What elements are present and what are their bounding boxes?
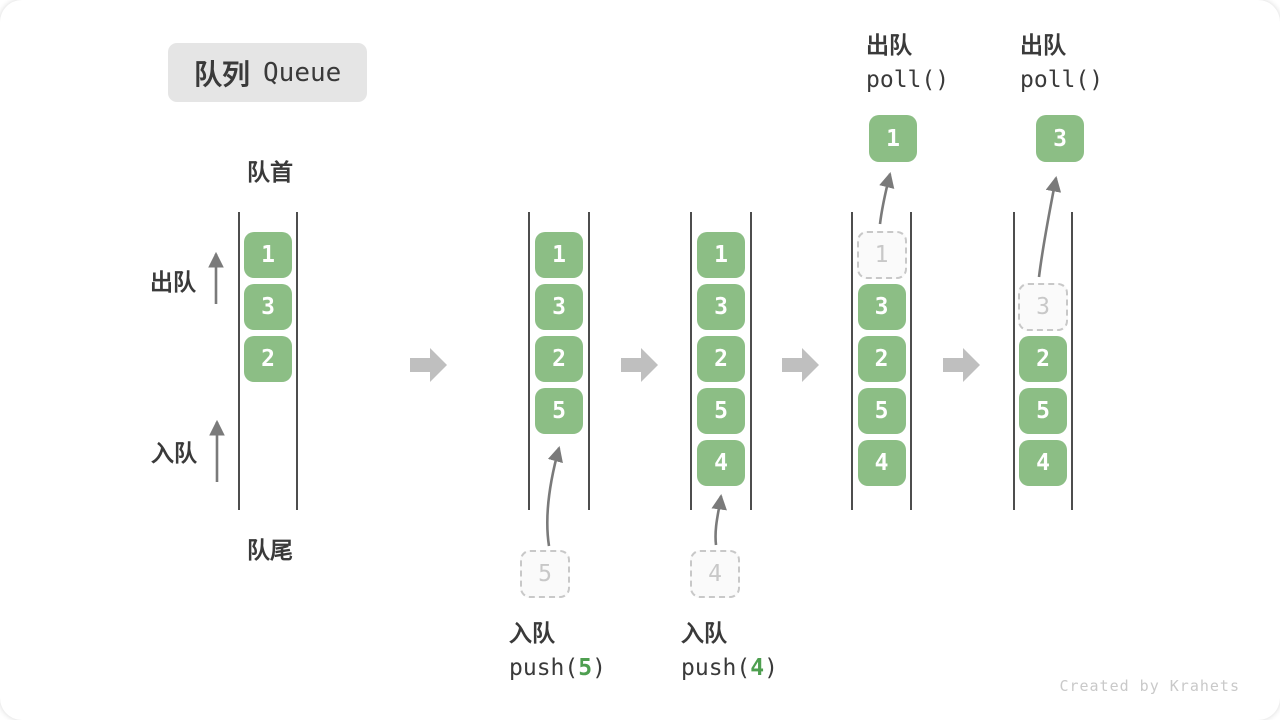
dequeue-operation-caption: 出队 poll() [866, 28, 949, 98]
label-dequeue: 出队 [150, 269, 196, 295]
queue-item: 5 [697, 388, 745, 434]
watermark: Created by Krahets [1059, 677, 1240, 695]
queue-item: 2 [857, 336, 906, 382]
pending-enqueue-item: 4 [690, 550, 740, 598]
queue-item: 5 [535, 388, 583, 434]
push-arg: 5 [578, 655, 593, 681]
label-queue-front: 队首 [247, 159, 293, 185]
queue-item: 3 [244, 284, 292, 330]
ghost-dequeued-item: 1 [856, 231, 907, 279]
queue-item: 2 [244, 336, 292, 382]
queue-item: 2 [697, 336, 745, 382]
label-queue-rear: 队尾 [247, 537, 293, 563]
queue-column-2: 1 3 2 5 [528, 212, 590, 510]
dequeue-op-label: 出队 [1020, 32, 1066, 58]
queue-item: 3 [857, 284, 906, 330]
dequeued-item: 3 [1036, 115, 1084, 162]
queue-wall-right [1071, 212, 1073, 510]
enqueue-op-label: 入队 [681, 620, 727, 646]
queue-item: 4 [857, 440, 906, 486]
queue-wall-right [910, 212, 912, 510]
queue-wall-right [296, 212, 298, 510]
title-en: Queue [263, 57, 342, 88]
dequeue-op-label: 出队 [866, 32, 912, 58]
enqueue-operation-caption: 入队 push(5) [509, 616, 606, 686]
queue-wall-right [750, 212, 752, 510]
dequeue-operation-caption: 出队 poll() [1020, 28, 1103, 98]
queue-item: 2 [535, 336, 583, 382]
queue-item: 1 [244, 232, 292, 278]
label-enqueue: 入队 [151, 440, 197, 466]
right-block-arrow-icon [410, 348, 447, 382]
queue-column-3: 1 3 2 5 4 [690, 212, 752, 510]
push-arg: 4 [750, 655, 765, 681]
queue-wall-left [238, 212, 240, 510]
queue-column-5: 3 2 5 4 [1013, 212, 1073, 510]
queue-item: 3 [535, 284, 583, 330]
pending-enqueue-item: 5 [520, 550, 570, 598]
queue-item: 4 [1019, 440, 1067, 486]
queue-wall-left [690, 212, 692, 510]
queue-item: 5 [1019, 388, 1067, 434]
title-zh: 队列 [194, 58, 251, 90]
queue-column-4: 1 3 2 5 4 [851, 212, 912, 510]
queue-item: 4 [697, 440, 745, 486]
enqueue-operation-caption: 入队 push(4) [681, 616, 778, 686]
queue-column-1: 1 3 2 [238, 212, 298, 510]
dequeue-op-code: poll() [1020, 67, 1104, 93]
right-block-arrow-icon [782, 348, 819, 382]
right-block-arrow-icon [943, 348, 980, 382]
right-block-arrow-icon [621, 348, 658, 382]
enqueue-op-label: 入队 [509, 620, 555, 646]
queue-item: 1 [535, 232, 583, 278]
queue-wall-left [1013, 212, 1015, 510]
title-badge: 队列 Queue [168, 43, 368, 102]
queue-wall-right [588, 212, 590, 510]
queue-item: 2 [1019, 336, 1067, 382]
dequeue-op-code: poll() [866, 67, 950, 93]
queue-item: 5 [857, 388, 906, 434]
ghost-dequeued-item: 3 [1018, 283, 1068, 331]
queue-wall-left [851, 212, 853, 510]
queue-item: 3 [697, 284, 745, 330]
dequeued-item: 1 [869, 115, 917, 162]
queue-wall-left [528, 212, 530, 510]
enqueue-op-code: push(4) [681, 655, 778, 681]
queue-item: 1 [697, 232, 745, 278]
enqueue-op-code: push(5) [509, 655, 606, 681]
